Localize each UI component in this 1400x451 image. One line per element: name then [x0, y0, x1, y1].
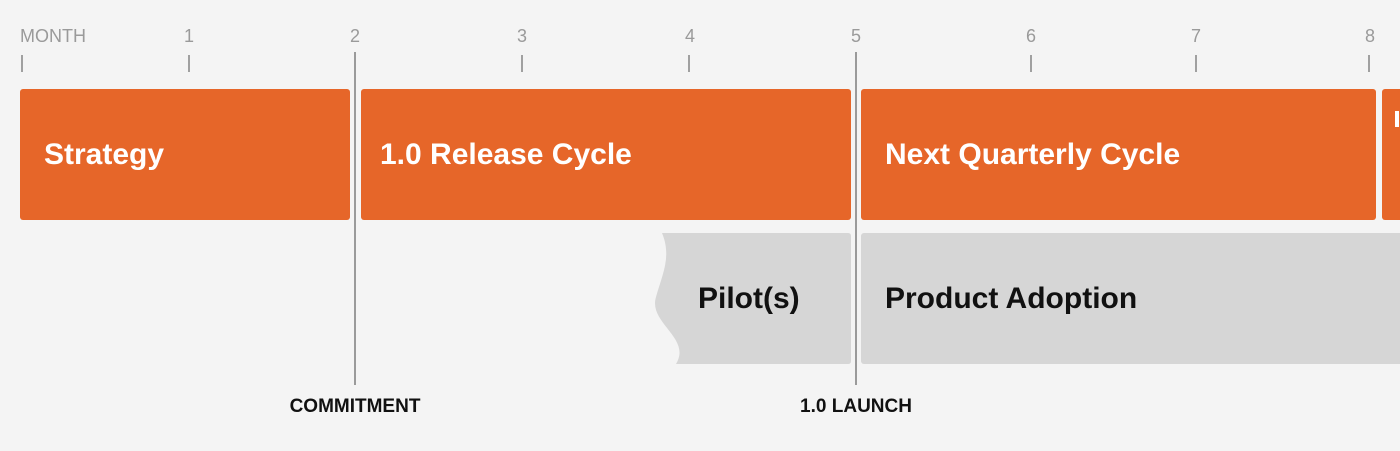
phase-pilots-shape — [655, 233, 851, 364]
phase-release-cycle: 1.0 Release Cycle — [361, 89, 851, 220]
phase-release-cycle-label: 1.0 Release Cycle — [380, 137, 632, 171]
month-label-4: 4 — [684, 26, 696, 46]
axis-tick — [521, 55, 523, 72]
milestone-commitment-label: COMMITMENT — [289, 396, 421, 417]
phase-next-partial — [1382, 89, 1400, 220]
month-label-8: 8 — [1364, 26, 1376, 46]
phase-strategy: Strategy — [20, 89, 350, 220]
phase-next-quarterly-label: Next Quarterly Cycle — [885, 137, 1181, 171]
axis-tick — [21, 55, 23, 72]
axis-tick — [1030, 55, 1032, 72]
axis-tick — [688, 55, 690, 72]
axis-title: MONTH — [20, 26, 86, 46]
month-label-5: 5 — [850, 26, 862, 46]
milestone-launch-label: 1.0 LAUNCH — [800, 396, 912, 417]
milestone-commitment-line — [354, 52, 356, 385]
milestone-launch-line — [855, 52, 857, 385]
phase-next-quarterly-cycle: Next Quarterly Cycle — [861, 89, 1376, 220]
month-label-6: 6 — [1025, 26, 1037, 46]
phase-strategy-label: Strategy — [44, 137, 165, 171]
phase-product-adoption-label: Product Adoption — [885, 281, 1138, 315]
month-label-2: 2 — [349, 26, 361, 46]
axis-tick — [1195, 55, 1197, 72]
phase-product-adoption: Product Adoption — [861, 233, 1400, 364]
axis-tick — [188, 55, 190, 72]
month-label-1: 1 — [183, 26, 195, 46]
phase-pilots-label: Pilot(s) — [698, 282, 800, 315]
partial-label-fragment — [1395, 111, 1399, 127]
month-label-7: 7 — [1190, 26, 1202, 46]
axis-tick — [1368, 55, 1370, 72]
month-label-3: 3 — [516, 26, 528, 46]
